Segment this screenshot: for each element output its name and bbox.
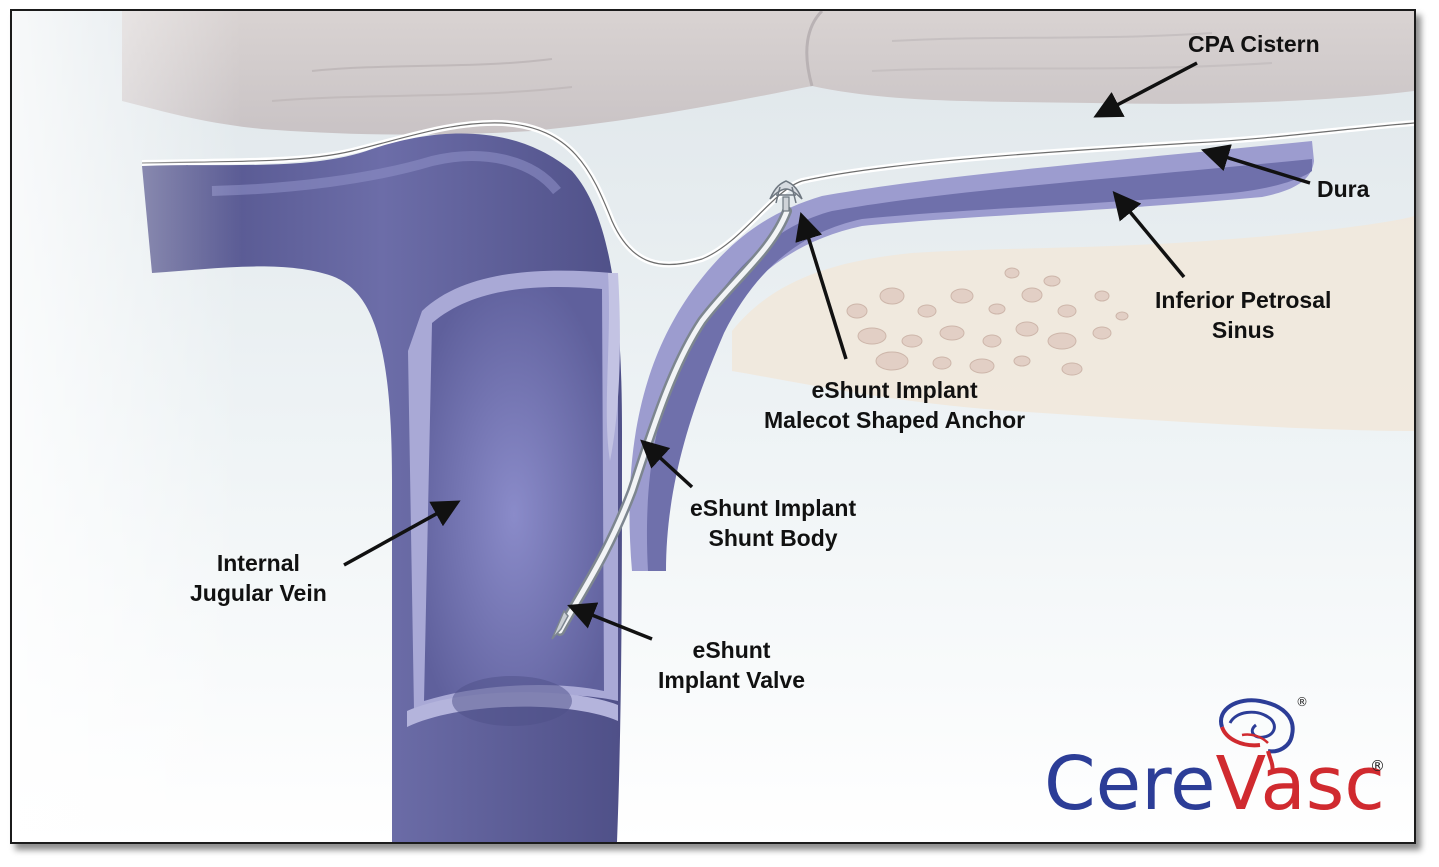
logo-text-cere: Cere: [1044, 741, 1216, 827]
arrow-jugular-vein: [343, 500, 461, 567]
label-inferior-petrosal-sinus: Inferior Petrosal Sinus: [1155, 287, 1332, 343]
arrow-dura: [1200, 144, 1311, 185]
label-dura: Dura: [1317, 176, 1370, 202]
logo-text-registered: ®: [1370, 757, 1385, 775]
anatomy-illustration: [12, 11, 1414, 842]
cerevasc-logo: CereVasc: [1044, 744, 1385, 824]
logo-mark-registered: ®: [1296, 695, 1308, 709]
label-shunt-body: eShunt Implant Shunt Body: [690, 495, 857, 551]
label-internal-jugular-vein: Internal Jugular Vein: [190, 550, 327, 606]
jugular-vein: [142, 133, 622, 842]
eshunt-implant: [551, 180, 803, 640]
label-cpa-cistern: CPA Cistern: [1188, 31, 1320, 57]
arrow-malecot-anchor: [795, 211, 848, 360]
annotation-arrows: [343, 61, 1311, 641]
arrow-implant-valve: [567, 602, 653, 641]
arrow-cpa-cistern: [1093, 61, 1198, 118]
label-malecot-anchor: eShunt Implant Malecot Shaped Anchor: [764, 377, 1026, 433]
cerevasc-brain-logo-icon: [1219, 698, 1295, 774]
inferior-petrosal-sinus: [629, 141, 1314, 571]
arrow-shunt-body: [640, 439, 694, 489]
petrous-bone: [732, 216, 1414, 431]
brain-tissue: [122, 11, 1414, 135]
background: [12, 11, 1414, 842]
label-implant-valve: eShunt Implant Valve: [658, 637, 806, 693]
diagram-frame: CPA Cistern Dura Inferior Petrosal Sinus…: [10, 9, 1416, 844]
arrow-inferior-petrosal-sinus: [1112, 190, 1186, 279]
logo-text-vasc: Vasc: [1215, 741, 1385, 827]
